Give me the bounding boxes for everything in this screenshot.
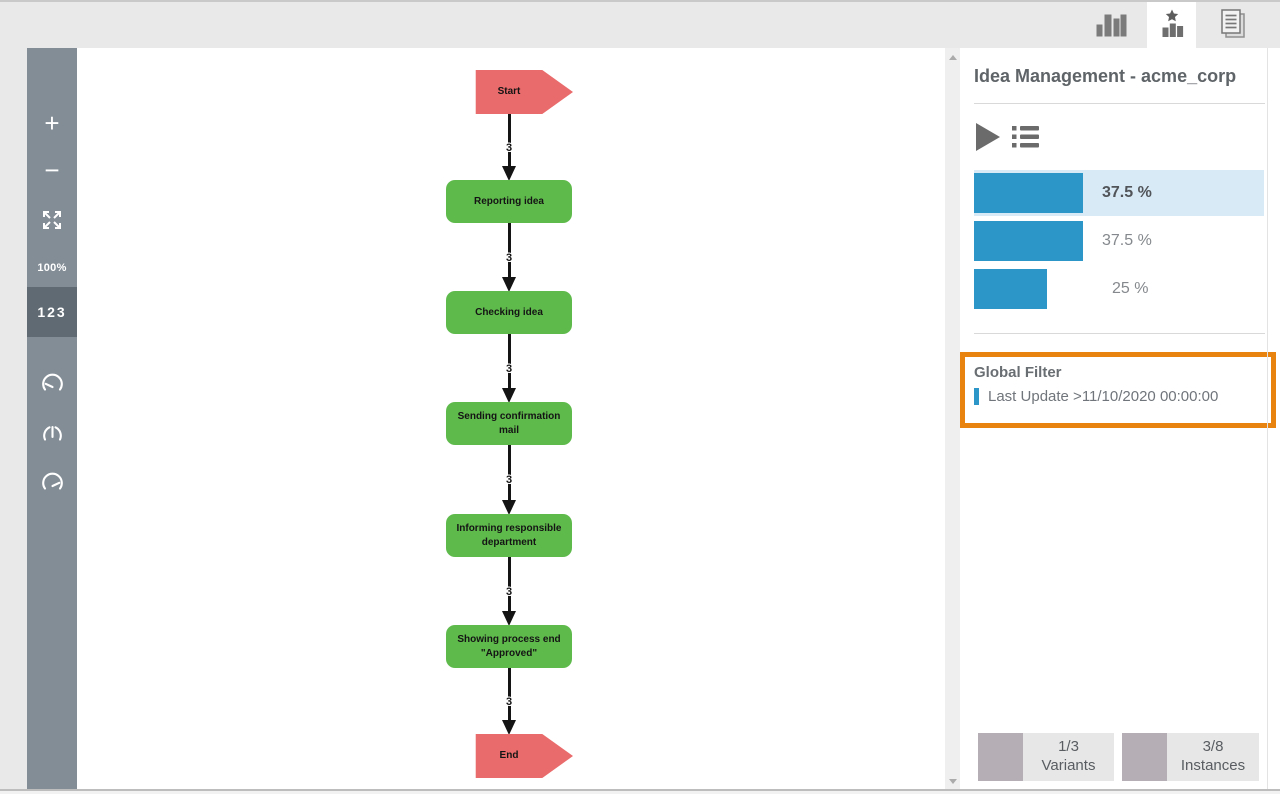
zoom-in-button[interactable]: +: [27, 103, 77, 143]
performance-high-button[interactable]: [27, 467, 77, 503]
instances-counter[interactable]: 3/8 Instances: [1122, 733, 1259, 781]
gauge-right-icon: [39, 471, 66, 500]
scroll-down-icon[interactable]: [948, 779, 957, 784]
node-label: Showing process end "Approved": [457, 634, 561, 659]
variant-row[interactable]: 25 %: [974, 266, 1264, 312]
edge-checking-sending[interactable]: 3: [501, 334, 517, 403]
variant-list-button[interactable]: [1012, 124, 1039, 153]
zoom-level-label: 100%: [37, 262, 67, 274]
arrowhead-icon: [502, 611, 516, 626]
panel-scroll-track[interactable]: [1267, 48, 1268, 789]
edge-count: 3: [505, 695, 513, 708]
node-label: End: [499, 750, 519, 762]
variant-row-selected[interactable]: 37.5 %: [974, 170, 1264, 216]
tab-reports[interactable]: [1208, 2, 1257, 50]
details-panel: Idea Management - acme_corp 37.5: [960, 48, 1280, 789]
scroll-up-icon[interactable]: [948, 55, 957, 60]
edge-line: [507, 114, 511, 168]
filter-text: Last Update >11/10/2020 00:00:00: [988, 388, 1219, 405]
play-icon: [975, 122, 1001, 155]
performance-low-button[interactable]: [27, 368, 77, 404]
node-end[interactable]: End: [475, 734, 573, 778]
top-toolbar: [0, 0, 1280, 50]
edge-sending-informing[interactable]: 3: [501, 445, 517, 515]
edge-line: [507, 557, 511, 613]
play-button[interactable]: [975, 122, 1001, 155]
canvas-scrollbar[interactable]: [945, 48, 960, 789]
node-start[interactable]: Start: [475, 70, 573, 114]
variants-counter[interactable]: 1/3 Variants: [978, 733, 1114, 781]
variant-percentage: 25 %: [1112, 280, 1149, 297]
node-label: Checking idea: [475, 306, 543, 318]
edge-count: 3: [505, 141, 513, 154]
instances-icon: [1122, 733, 1167, 781]
edge-informing-showing[interactable]: 3: [501, 557, 517, 626]
edge-line: [507, 223, 511, 279]
node-label: Informing responsible department: [456, 523, 562, 548]
panel-footer: 1/3 Variants 3/8 Instances: [960, 733, 1280, 781]
edge-line: [507, 445, 511, 502]
node-informing-department[interactable]: Informing responsible department: [446, 514, 572, 557]
node-label: Reporting idea: [473, 195, 544, 207]
edge-line: [507, 334, 511, 390]
fit-to-screen-button[interactable]: [27, 204, 77, 238]
arrowhead-icon: [502, 720, 516, 735]
view-tabs: [1086, 2, 1257, 50]
global-filter-heading: Global Filter: [974, 364, 1062, 381]
variant-percentage: 37.5 %: [1102, 184, 1152, 201]
performance-mid-button[interactable]: [27, 418, 77, 454]
arrowhead-icon: [502, 388, 516, 403]
global-filter-item[interactable]: Last Update >11/10/2020 00:00:00: [974, 388, 1262, 405]
variant-bar[interactable]: [974, 269, 1047, 309]
panel-actions: [975, 121, 1039, 155]
tab-analysis-charts[interactable]: [1086, 2, 1135, 50]
arrowhead-icon: [502, 500, 516, 515]
gauge-center-icon: [39, 422, 66, 451]
edge-count: 3: [505, 362, 513, 375]
edge-count: 3: [505, 585, 513, 598]
edge-showing-end[interactable]: 3: [501, 668, 517, 735]
node-showing-process-end[interactable]: Showing process end "Approved": [446, 625, 572, 668]
instances-label: Instances: [1180, 757, 1246, 774]
edge-count: 3: [505, 474, 513, 486]
bar-chart-icon: [1093, 9, 1129, 44]
filter-marker-icon: [974, 388, 979, 405]
window-frame: [0, 791, 1280, 794]
process-canvas[interactable]: Start 3 Reporting idea 3 Checking idea 3…: [77, 48, 945, 789]
node-reporting-idea[interactable]: Reporting idea: [446, 180, 572, 223]
divider: [974, 333, 1265, 334]
edge-line: [507, 668, 511, 722]
instances-value: 3/8: [1202, 738, 1224, 756]
node-label: Start: [497, 86, 521, 98]
variants-bar-chart: 37.5 % 37.5 % 25 %: [960, 170, 1280, 314]
variants-label: Variants: [1041, 757, 1096, 774]
variants-icon: [978, 733, 1023, 781]
node-sending-confirmation[interactable]: Sending confirmation mail: [446, 402, 572, 445]
variant-bar[interactable]: [974, 173, 1083, 213]
node-checking-idea[interactable]: Checking idea: [446, 291, 572, 334]
variant-row[interactable]: 37.5 %: [974, 218, 1264, 264]
show-numbers-toggle[interactable]: 123: [27, 287, 77, 337]
node-label: Sending confirmation mail: [457, 411, 561, 436]
edge-start-reporting[interactable]: 3: [501, 114, 517, 181]
panel-title: Idea Management - acme_corp: [974, 66, 1237, 86]
arrowhead-icon: [502, 277, 516, 292]
variants-value: 1/3: [1058, 738, 1079, 756]
star-chart-icon: [1156, 9, 1188, 44]
divider: [974, 103, 1265, 104]
list-icon: [1012, 124, 1039, 153]
variant-bar[interactable]: [974, 221, 1083, 261]
edge-count: 3: [505, 251, 513, 264]
arrowhead-icon: [502, 166, 516, 181]
zoom-toolbar: + − 100% 123: [27, 48, 77, 789]
expand-icon: [41, 209, 63, 234]
tab-favorites[interactable]: [1147, 2, 1196, 50]
variant-percentage: 37.5 %: [1102, 232, 1152, 249]
edge-reporting-checking[interactable]: 3: [501, 223, 517, 292]
global-filter-box[interactable]: Global Filter Last Update >11/10/2020 00…: [960, 352, 1276, 428]
window-bottom-border: [0, 789, 1280, 791]
documents-icon: [1217, 8, 1249, 45]
zoom-out-button[interactable]: −: [27, 152, 77, 188]
gauge-left-icon: [39, 372, 66, 401]
